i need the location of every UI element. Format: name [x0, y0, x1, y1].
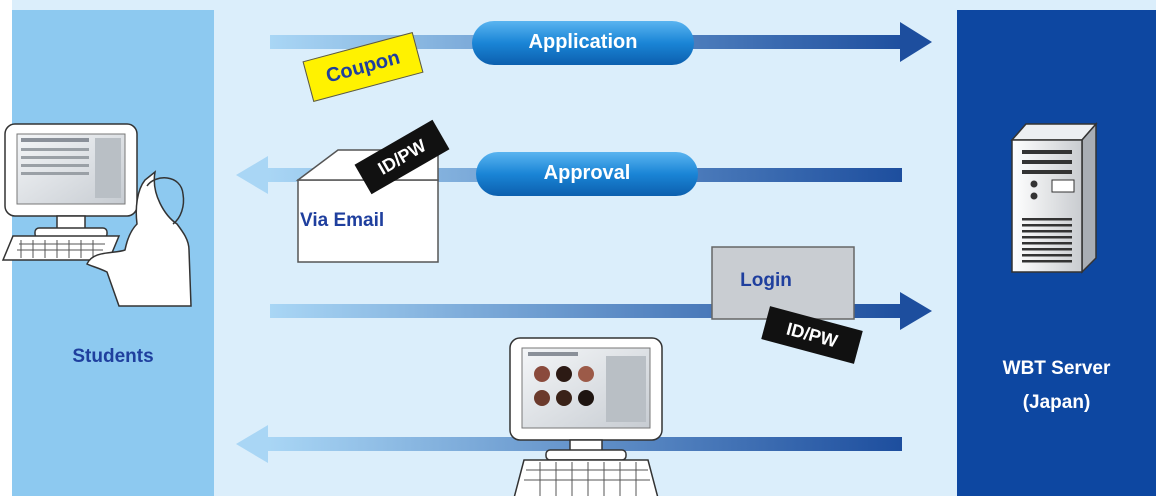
- students-label: Students: [72, 346, 154, 367]
- student-illustration: [1, 123, 192, 307]
- application-pill: [472, 21, 694, 65]
- via-email-label: Via Email: [300, 210, 385, 231]
- server-label-line1: WBT Server: [1002, 358, 1111, 379]
- login-box: [711, 246, 855, 320]
- content-monitor: [509, 337, 663, 496]
- approval-label: Approval: [543, 162, 631, 184]
- server-label-line2: (Japan): [1022, 392, 1091, 413]
- server-tower: [1010, 122, 1098, 274]
- login-label: Login: [740, 270, 792, 291]
- application-label: Application: [528, 31, 638, 53]
- approval-pill: [476, 152, 698, 196]
- left-margin: [0, 0, 12, 496]
